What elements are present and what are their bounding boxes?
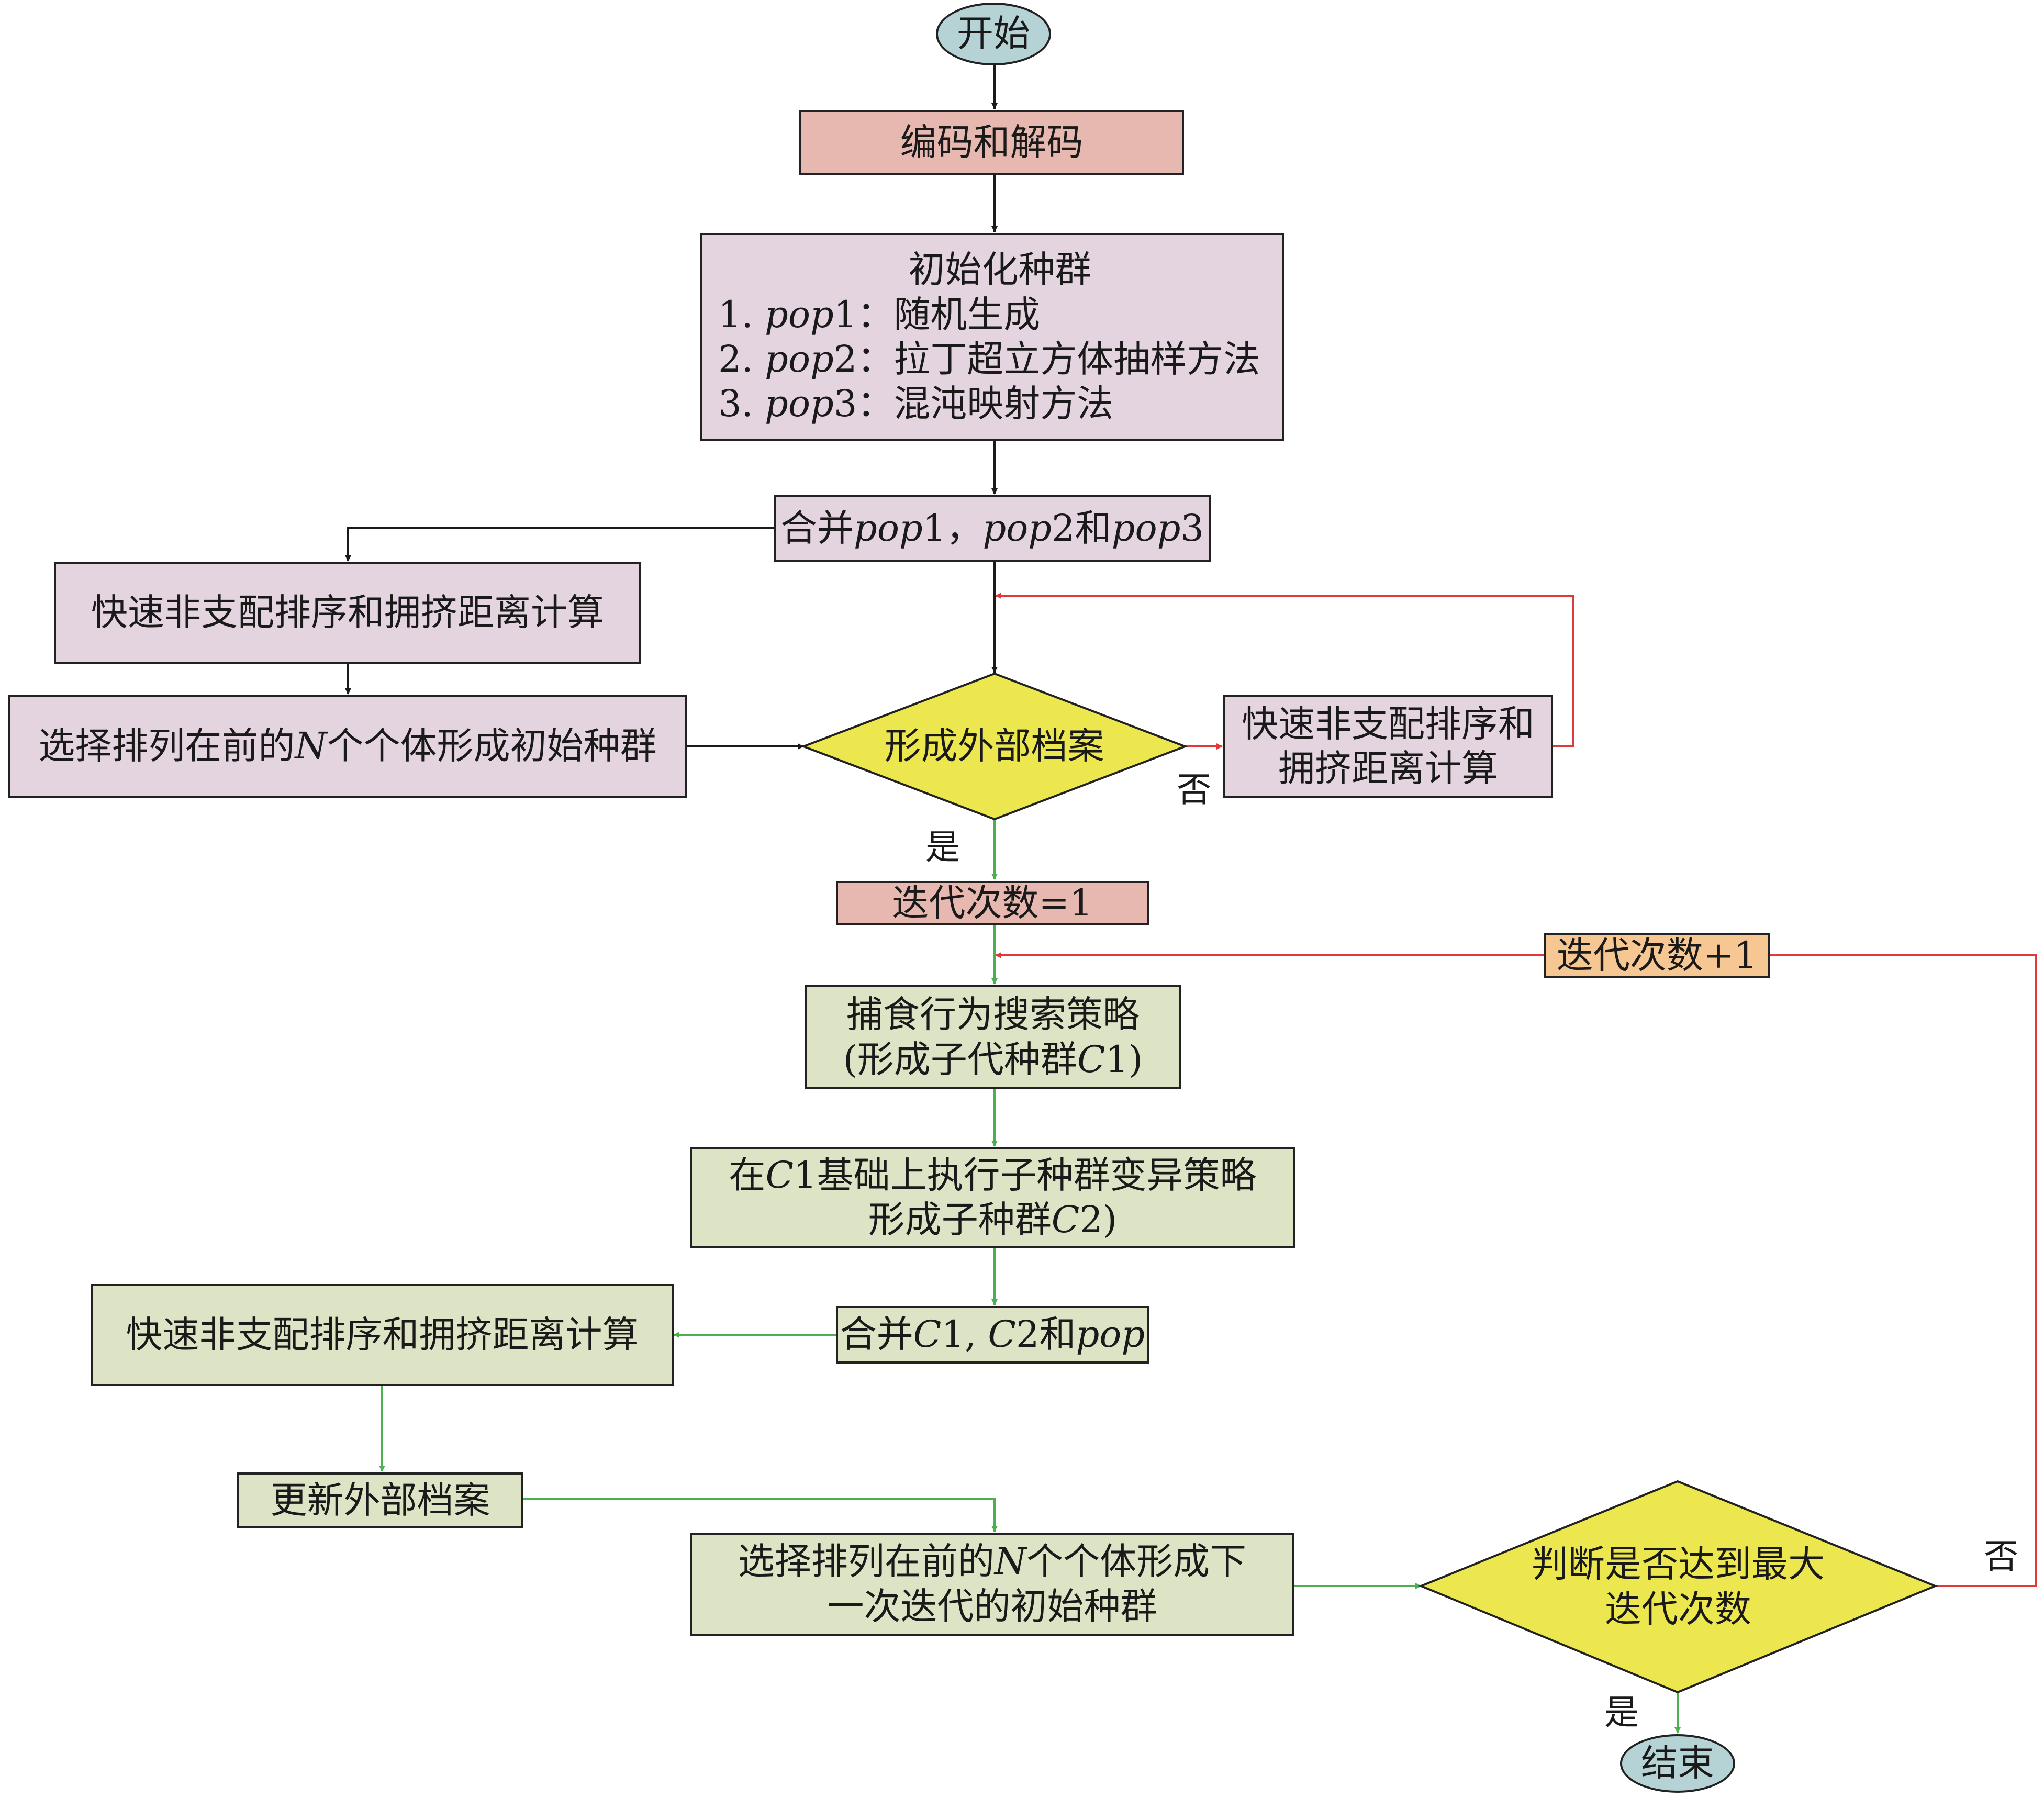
sort-crowding-label-2a: 快速非支配排序和 — [1242, 702, 1535, 745]
select-next-line-1: 选择排列在前的N个个体形成下 — [738, 1540, 1247, 1583]
sort-crowding-box-2: 快速非支配排序和 拥挤距离计算 — [1223, 695, 1553, 798]
iteration-increment-box: 迭代次数+1 — [1544, 933, 1770, 978]
select-initial-population-box: 选择排列在前的N个个体形成初始种群 — [8, 695, 687, 798]
end-label: 结束 — [1641, 1741, 1714, 1785]
arrow-update-to-select2 — [523, 1498, 998, 1532]
archive-no-label: 否 — [1177, 769, 1211, 810]
decision-archive-label: 形成外部档案 — [884, 724, 1104, 768]
end-terminal: 结束 — [1620, 1734, 1735, 1793]
max-yes-label: 是 — [1604, 1692, 1639, 1733]
arrow-max-no — [1770, 954, 2037, 1587]
sort-crowding-box-3: 快速非支配排序和拥挤距离计算 — [91, 1284, 674, 1386]
encode-decode-label: 编码和解码 — [900, 120, 1084, 164]
merge-c1-c2-label: 合并C1, C2和pop — [840, 1313, 1145, 1356]
iteration-increment-label: 迭代次数+1 — [1556, 933, 1758, 977]
decision-max-iteration-label: 判断是否达到最大 迭代次数 — [1532, 1543, 1825, 1631]
select-next-line-2: 一次迭代的初始种群 — [827, 1584, 1157, 1628]
select-initial-population-label: 选择排列在前的N个个体形成初始种群 — [38, 724, 657, 768]
init-item-1: 1. pop1：随机生成 — [718, 293, 1041, 336]
select-next-population-box: 选择排列在前的N个个体形成下 一次迭代的初始种群 — [690, 1533, 1294, 1636]
iteration-init-label: 迭代次数=1 — [892, 881, 1093, 924]
merge-pop-label: 合并pop1，pop2和pop3 — [780, 506, 1204, 550]
predation-search-line-1: 捕食行为搜索策略 — [846, 993, 1140, 1036]
sort-crowding-box-1: 快速非支配排序和拥挤距离计算 — [54, 562, 641, 664]
sort-crowding-label-1: 快速非支配排序和拥挤距离计算 — [91, 591, 604, 634]
update-archive-box: 更新外部档案 — [237, 1472, 523, 1528]
iteration-init-box: 迭代次数=1 — [836, 881, 1149, 925]
predation-search-box: 捕食行为搜索策略 (形成子代种群C1) — [805, 985, 1181, 1089]
init-item-2: 2. pop2：拉丁超立方体抽样方法 — [718, 338, 1260, 381]
sort-crowding-label-2b: 拥挤距离计算 — [1278, 747, 1498, 790]
subpopulation-mutation-box: 在C1基础上执行子种群变异策略 形成子种群C2) — [690, 1147, 1295, 1248]
max-no-label: 否 — [1984, 1536, 2018, 1577]
arrow-merge-to-sort — [345, 527, 774, 562]
start-label: 开始 — [957, 12, 1030, 55]
mutation-line-2: 形成子种群C2) — [868, 1198, 1118, 1241]
predation-search-line-2: (形成子代种群C1) — [843, 1037, 1143, 1081]
decision-max-iteration-diamond — [1418, 1480, 1938, 1694]
arrow-sort2-loop — [995, 593, 1574, 747]
encode-decode-box: 编码和解码 — [799, 110, 1184, 175]
sort-crowding-label-3: 快速非支配排序和拥挤距离计算 — [126, 1313, 639, 1356]
update-archive-label: 更新外部档案 — [270, 1478, 490, 1522]
start-terminal: 开始 — [936, 3, 1051, 65]
init-population-box: 初始化种群 1. pop1：随机生成 2. pop2：拉丁超立方体抽样方法 3.… — [700, 233, 1284, 441]
init-title: 初始化种群 — [908, 248, 1092, 292]
decision-archive-diamond — [800, 672, 1188, 821]
mutation-line-1: 在C1基础上执行子种群变异策略 — [729, 1153, 1257, 1197]
merge-pop-box: 合并pop1，pop2和pop3 — [774, 495, 1211, 562]
archive-yes-label: 是 — [925, 827, 960, 867]
init-item-3: 3. pop3：混沌映射方法 — [718, 382, 1114, 426]
merge-c1-c2-box: 合并C1, C2和pop — [836, 1306, 1149, 1364]
